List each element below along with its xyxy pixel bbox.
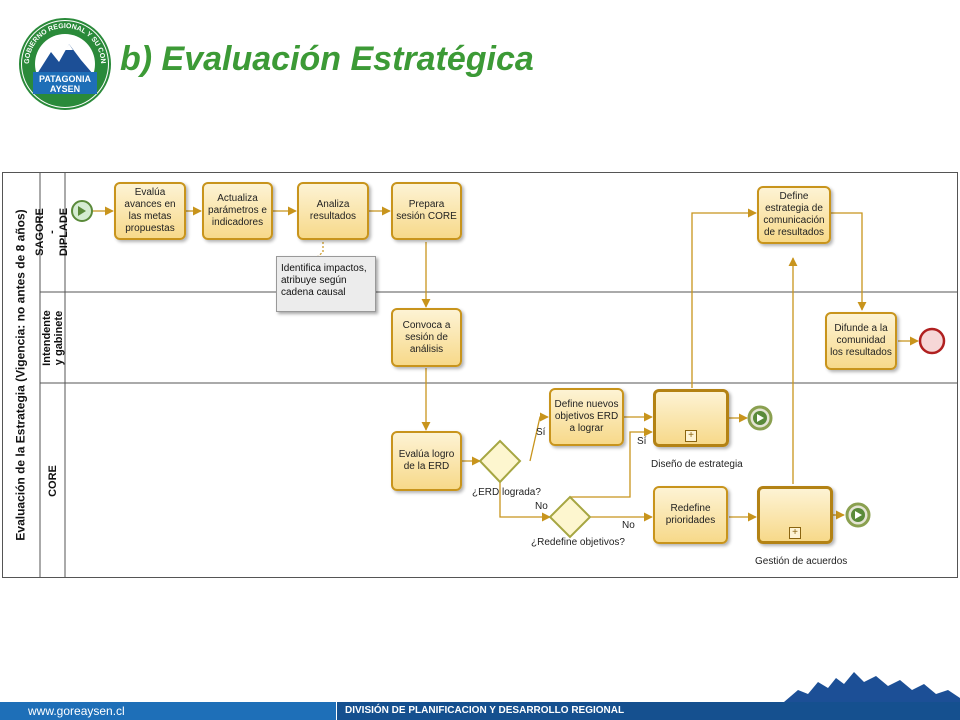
task-define-nuevos-objetivos[interactable]: Define nuevos objetivos ERD a lograr: [549, 388, 624, 446]
flow-si-define-nuevos: [529, 412, 549, 462]
lane-label-intendente-text: Intendente y gabinete: [40, 309, 65, 366]
flow-label-si-1: Sí: [536, 427, 546, 438]
start-event: [71, 200, 93, 222]
subprocess-diseno-label: Diseño de estrategia: [651, 459, 743, 470]
subprocess-expand-icon: +: [789, 527, 801, 539]
task-difunde-resultados[interactable]: Difunde a la comunidad los resultados: [825, 312, 897, 370]
subprocess-expand-icon: +: [685, 430, 697, 442]
footer-url[interactable]: www.goreaysen.cl: [28, 704, 125, 718]
mountain-graphic: [784, 672, 960, 702]
task-analiza-resultados[interactable]: Analiza resultados: [297, 182, 369, 240]
lane-label-sagore: SAGORE - DIPLADE: [35, 172, 71, 292]
page-title: b) Evaluación Estratégica: [120, 40, 534, 78]
annotation-identifica-impactos: Identifica impactos, atribuye según cade…: [276, 256, 376, 312]
end-event-final: [918, 327, 946, 355]
task-evalua-avances[interactable]: Evalúa avances en las metas propuestas: [114, 182, 186, 240]
gore-aysen-logo: GOBIERNO REGIONAL Y SU CONSEJO PATAGONIA…: [19, 18, 111, 110]
logo-text-2: AYSEN: [50, 84, 80, 94]
gateway-redefine-objetivos-label: ¿Redefine objetivos?: [531, 537, 625, 548]
gateway-erd-lograda: [478, 439, 522, 484]
lane-label-core-text: CORE: [46, 464, 59, 497]
task-define-estrategia-comunicacion[interactable]: Define estrategia de comunicación de res…: [757, 186, 831, 244]
subprocess-diseno-estrategia[interactable]: +: [653, 389, 729, 447]
footer-url-bar: www.goreaysen.cl: [0, 702, 336, 720]
subprocess-gestion-label: Gestión de acuerdos: [755, 556, 848, 567]
task-redefine-prioridades[interactable]: Redefine prioridades: [653, 486, 728, 544]
flow-diseno-define-com: [691, 208, 757, 388]
task-actualiza-parametros[interactable]: Actualiza parámetros e indicadores: [202, 182, 273, 240]
flow-define-com-difunde: [831, 212, 867, 311]
task-convoca-sesion[interactable]: Convoca a sesión de análisis: [391, 308, 462, 367]
bpmn-pool: [2, 172, 958, 578]
flow-label-no-2: No: [622, 520, 635, 531]
gateway-redefine-objetivos: [548, 495, 592, 539]
lane-label-core: CORE: [40, 383, 65, 578]
lane-label-sagore-text: SAGORE - DIPLADE: [34, 207, 71, 257]
logo-text-1: PATAGONIA: [39, 74, 91, 84]
subprocess-gestion-acuerdos[interactable]: +: [757, 486, 833, 544]
lane-label-intendente: Intendente y gabinete: [40, 292, 65, 383]
task-evalua-logro[interactable]: Evalúa logro de la ERD: [391, 431, 462, 491]
gateway-erd-lograda-label: ¿ERD lograda?: [472, 487, 541, 498]
footer-division-bar: DIVISIÓN DE PLANIFICACION Y DESARROLLO R…: [337, 702, 960, 720]
flow-gateway-no: [499, 482, 551, 522]
flow-gateway2-si-diseno: [570, 427, 653, 498]
footer-division: DIVISIÓN DE PLANIFICACION Y DESARROLLO R…: [345, 705, 625, 716]
task-prepara-sesion[interactable]: Prepara sesión CORE: [391, 182, 462, 240]
end-event-diseno: [747, 405, 773, 431]
flow-label-si-2: Sí: [637, 436, 647, 447]
end-event-gestion: [845, 502, 871, 528]
flow-label-no-1: No: [535, 501, 548, 512]
